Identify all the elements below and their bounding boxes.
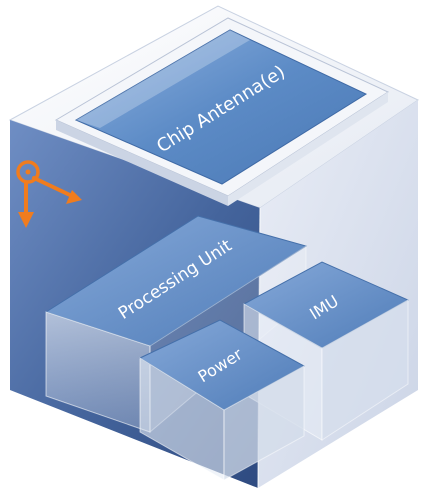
imu-side <box>321 299 409 441</box>
antenna-frame-side-left <box>56 120 228 206</box>
antenna-frame-side-right <box>228 92 388 206</box>
power-side <box>223 365 305 481</box>
chip-antenna-highlight <box>76 30 250 128</box>
chip-antenna-body <box>74 29 368 185</box>
coordinate-axes-icon <box>16 160 82 228</box>
